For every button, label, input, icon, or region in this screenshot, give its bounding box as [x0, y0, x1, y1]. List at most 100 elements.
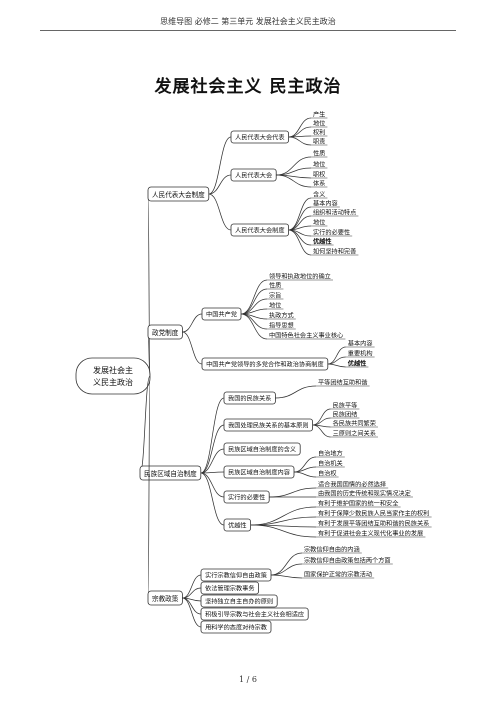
leaf-label: 领导和执政地位的确立 [269, 273, 331, 281]
child-node-box [223, 442, 301, 456]
child-to-leaf-connector [327, 346, 346, 365]
leaf-label: 有利于促进社会主义现代化事业的发展 [318, 530, 423, 538]
leaf-label: 地位 [269, 302, 281, 310]
leaf-label: 地位 [313, 161, 325, 169]
leaf-label: 三原则之间关系 [333, 430, 376, 438]
branch-to-child-connector [182, 313, 203, 333]
child-node-box [200, 581, 259, 595]
leaf-label: 实行的必要性 [313, 229, 350, 237]
leaf-label: 职责 [313, 138, 325, 146]
leaf-label: 自治机关 [318, 460, 343, 468]
child-to-leaf-connector [293, 471, 317, 478]
leaf-label: 含义 [313, 191, 325, 199]
child-to-leaf-connector [312, 408, 331, 426]
leaf-label: 宗教信仰自由的内涵 [304, 546, 360, 554]
branch-to-child-connector [182, 597, 202, 628]
leaf-label: 国家保护正常的宗教活动 [304, 571, 372, 579]
child-to-leaf-connector [327, 356, 346, 365]
leaf-label: 组织和活动特点 [313, 209, 356, 217]
child-to-leaf-connector [312, 424, 331, 438]
leaf-label: 重要机构 [348, 350, 373, 358]
leaf-label: 有利于维护国家的统一和安全 [318, 500, 399, 508]
root-node-label: 义民主政治 [93, 377, 133, 387]
child-to-leaf-connector [276, 167, 312, 176]
leaf-label: 执政方式 [269, 312, 294, 320]
leaf-label: 优越性 [313, 238, 332, 246]
root-node-label: 发展社会主 [93, 365, 133, 375]
branch-to-child-connector [208, 136, 232, 195]
child-node-label: 民族区域自治制度内容 [228, 469, 290, 477]
leaf-label: 由我国的历史传统和现实情况决定 [318, 490, 411, 498]
child-node-label: 我国处理民族关系的基本原则 [228, 422, 308, 430]
child-node-label: 优越性 [228, 522, 247, 530]
child-to-leaf-connector [288, 206, 312, 231]
leaf-label: 宗教信仰自由政策包括两个方面 [304, 557, 391, 565]
page-header: 思维导图 必修二 第三单元 发展社会主义民主政治 [160, 17, 336, 26]
child-node-label: 中国共产党领导的多党合作和政治协商制度 [206, 361, 324, 369]
child-to-leaf-connector [288, 126, 312, 138]
child-to-leaf-connector [288, 229, 312, 256]
leaf-label: 如何坚持和完善 [313, 248, 356, 256]
child-to-leaf-connector [240, 313, 268, 340]
child-to-leaf-connector [269, 487, 317, 498]
child-to-leaf-connector [250, 506, 317, 526]
document-title: 发展社会主义 民主政治 [154, 77, 342, 97]
child-to-leaf-connector [250, 516, 317, 526]
leaf-label: 适合我国国情的必然选择 [318, 481, 387, 489]
leaf-label: 各民族共同繁荣 [333, 420, 376, 428]
branch-to-child-connector [200, 448, 225, 474]
leaf-label: 平等团结互助和谐 [318, 379, 368, 387]
root-to-branch-connector [147, 375, 151, 599]
leaf-label: 中国特色社会主义事业核心 [269, 332, 343, 340]
leaf-label: 民族平等 [333, 402, 358, 410]
child-node-label: 我国的民族关系 [228, 395, 271, 403]
leaf-label: 指导思想 [269, 322, 294, 330]
branch-to-child-connector [200, 424, 225, 474]
leaf-label: 有利于保障少数民族人民当家作主的权利 [318, 510, 429, 518]
child-node-label: 中国共产党 [206, 311, 237, 319]
child-to-leaf-connector [327, 363, 346, 368]
child-node-label: 实行的必要性 [228, 494, 265, 502]
child-to-leaf-connector [240, 288, 268, 315]
child-to-leaf-connector [288, 136, 312, 146]
child-node-label: 人民代表大会代表 [235, 134, 285, 142]
child-to-leaf-connector [270, 563, 303, 576]
child-node-label: 坚持独立自主自办的原则 [205, 598, 273, 606]
leaf-label: 性质 [269, 282, 281, 290]
child-node-box [200, 620, 272, 634]
leaf-label: 产生 [313, 111, 325, 119]
child-node-box [200, 607, 309, 621]
branch-to-child-connector [208, 174, 232, 195]
leaf-label: 有利于发展平等团结互助和谐的民族关系 [318, 520, 429, 528]
child-to-leaf-connector [288, 197, 312, 231]
branch-node-label: 宗教政策 [152, 594, 179, 603]
leaf-label: 性质 [313, 150, 325, 158]
branch-to-child-connector [200, 472, 225, 526]
leaf-label: 地位 [313, 120, 325, 128]
leaf-label: 权利 [313, 129, 325, 137]
branch-to-child-connector [182, 331, 203, 365]
child-node-label: 积极引导宗教与社会主义社会相适应 [205, 611, 304, 619]
page-number: 1 / 6 [239, 675, 257, 684]
leaf-label: 民族团结 [333, 411, 358, 419]
child-to-leaf-connector [250, 524, 317, 538]
branch-node-label: 民族区域自治制度 [144, 469, 197, 478]
child-node-label: 民族区域自治制度的含义 [228, 446, 296, 454]
leaf-label: 自治权 [318, 470, 337, 478]
leaf-label: 宗旨 [269, 292, 281, 300]
leaf-label: 职权 [313, 171, 325, 179]
branch-to-child-connector [200, 397, 225, 474]
root-node-box [75, 357, 151, 395]
child-to-leaf-connector [275, 385, 317, 399]
leaf-label: 基本内容 [313, 200, 338, 208]
branch-to-child-connector [182, 587, 202, 599]
child-node-label: 依法管理宗教事务 [205, 585, 255, 593]
child-to-leaf-connector [312, 417, 331, 426]
child-node-box [200, 594, 278, 608]
leaf-label: 体系 [313, 180, 325, 188]
branch-to-child-connector [182, 574, 202, 599]
child-to-leaf-connector [240, 279, 268, 315]
child-node-label: 用科学的态度对待宗教 [205, 624, 267, 632]
child-to-leaf-connector [276, 156, 312, 176]
